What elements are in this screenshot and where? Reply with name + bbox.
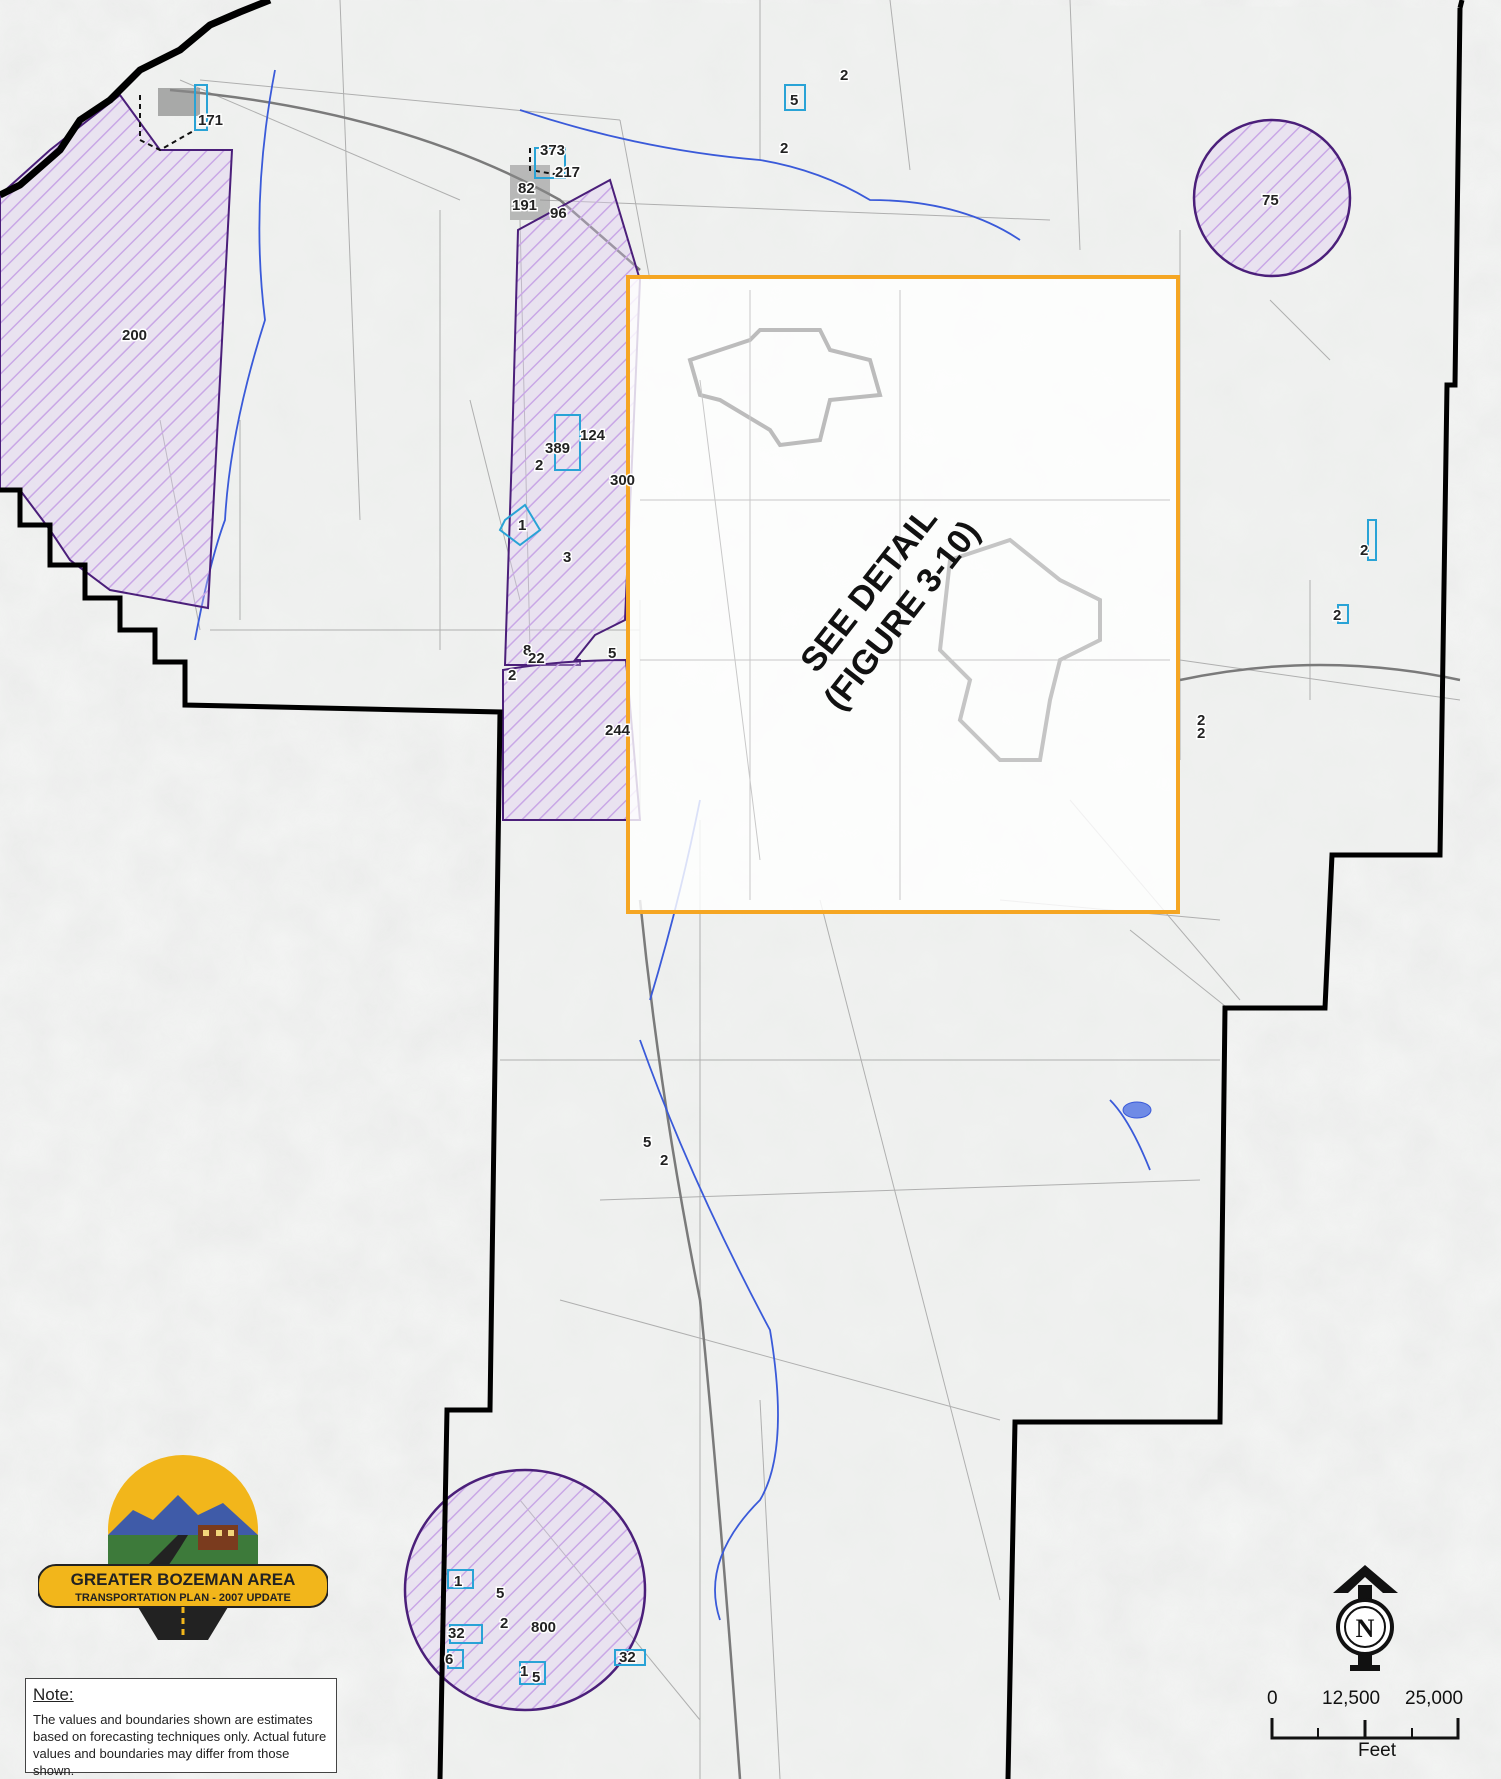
label-5-north: 5 <box>790 92 798 109</box>
label-1-south: 1 <box>454 1573 462 1590</box>
logo-title: GREATER BOZEMAN AREA <box>71 1570 296 1589</box>
label-5-south-b: 5 <box>496 1585 504 1602</box>
label-82: 82 <box>518 180 535 197</box>
area-labels: 171 200 373 217 82 191 96 5 2 2 75 124 3… <box>121 66 1370 1688</box>
label-2-south-b: 2 <box>500 1615 508 1632</box>
label-2-south: 2 <box>660 1152 668 1169</box>
label-32-a: 32 <box>448 1625 465 1642</box>
north-letter: N <box>1356 1614 1375 1643</box>
label-2-west: 2 <box>535 457 543 474</box>
scale-bar: 0 12,500 25,000 Feet <box>1250 1688 1490 1768</box>
label-124: 124 <box>580 427 606 444</box>
scale-line <box>1270 1718 1460 1740</box>
zone-circle-northeast <box>1192 118 1352 278</box>
label-2-north-b: 2 <box>780 140 788 157</box>
scale-tick-0: 0 <box>1267 1688 1278 1709</box>
zone-central-west <box>503 178 642 666</box>
label-300: 300 <box>610 472 635 489</box>
logo-subtitle: TRANSPORTATION PLAN - 2007 UPDATE <box>75 1592 291 1604</box>
zone-southwest-of-detail <box>502 658 642 821</box>
label-373: 373 <box>540 142 565 159</box>
label-96: 96 <box>550 205 567 222</box>
label-389: 389 <box>545 440 570 457</box>
note-text: The values and boundaries shown are esti… <box>33 1712 327 1778</box>
label-217: 217 <box>555 164 580 181</box>
boundary-dashed-west <box>139 95 196 152</box>
town-patch-north <box>510 165 550 220</box>
note-box: Note: The values and boundaries shown ar… <box>25 1678 337 1778</box>
label-1-south-c: 1 <box>520 1663 528 1680</box>
label-244: 244 <box>605 722 631 739</box>
label-800: 800 <box>531 1619 556 1636</box>
label-200: 200 <box>122 327 147 344</box>
label-191: 191 <box>512 197 537 214</box>
scale-tick-12500: 12,500 <box>1322 1688 1381 1709</box>
label-2-east-c: 2 <box>1197 712 1205 729</box>
label-171: 171 <box>198 112 223 129</box>
label-6: 6 <box>445 1651 453 1668</box>
label-2-southwest: 2 <box>508 667 516 684</box>
label-5-south: 5 <box>643 1134 651 1151</box>
greater-bozeman-logo: GREATER BOZEMAN AREA TRANSPORTATION PLAN… <box>38 1455 328 1640</box>
detail-box-faint-features <box>640 290 1170 900</box>
label-5-west: 5 <box>608 645 616 662</box>
north-arrow: N <box>1333 1565 1398 1671</box>
county-boundary-east-top <box>1457 0 1465 9</box>
parcel-outlines <box>194 84 1377 1685</box>
label-2-north-a: 2 <box>840 67 848 84</box>
county-boundary <box>0 0 272 199</box>
scale-tick-25000: 25,000 <box>1405 1688 1464 1709</box>
note-title: Note: <box>33 1685 74 1704</box>
label-75: 75 <box>1262 192 1279 209</box>
zone-circle-south <box>403 1468 647 1712</box>
county-boundary-outline <box>0 7 1463 1779</box>
label-2-east-b: 2 <box>1333 607 1341 624</box>
label-2-east-a: 2 <box>1360 542 1368 559</box>
label-3-west: 3 <box>563 549 571 566</box>
town-patch-west <box>158 88 200 116</box>
label-1-west: 1 <box>518 517 526 534</box>
label-5-south-c: 5 <box>532 1669 540 1686</box>
scale-unit: Feet <box>1358 1740 1397 1761</box>
label-32-b: 32 <box>619 1649 636 1666</box>
label-8: 8 <box>523 642 531 659</box>
boundary-dashed-north <box>529 148 561 176</box>
label-2-east-d: 2 <box>1197 725 1205 742</box>
lake <box>1122 1101 1152 1119</box>
label-22: 22 <box>528 650 545 667</box>
